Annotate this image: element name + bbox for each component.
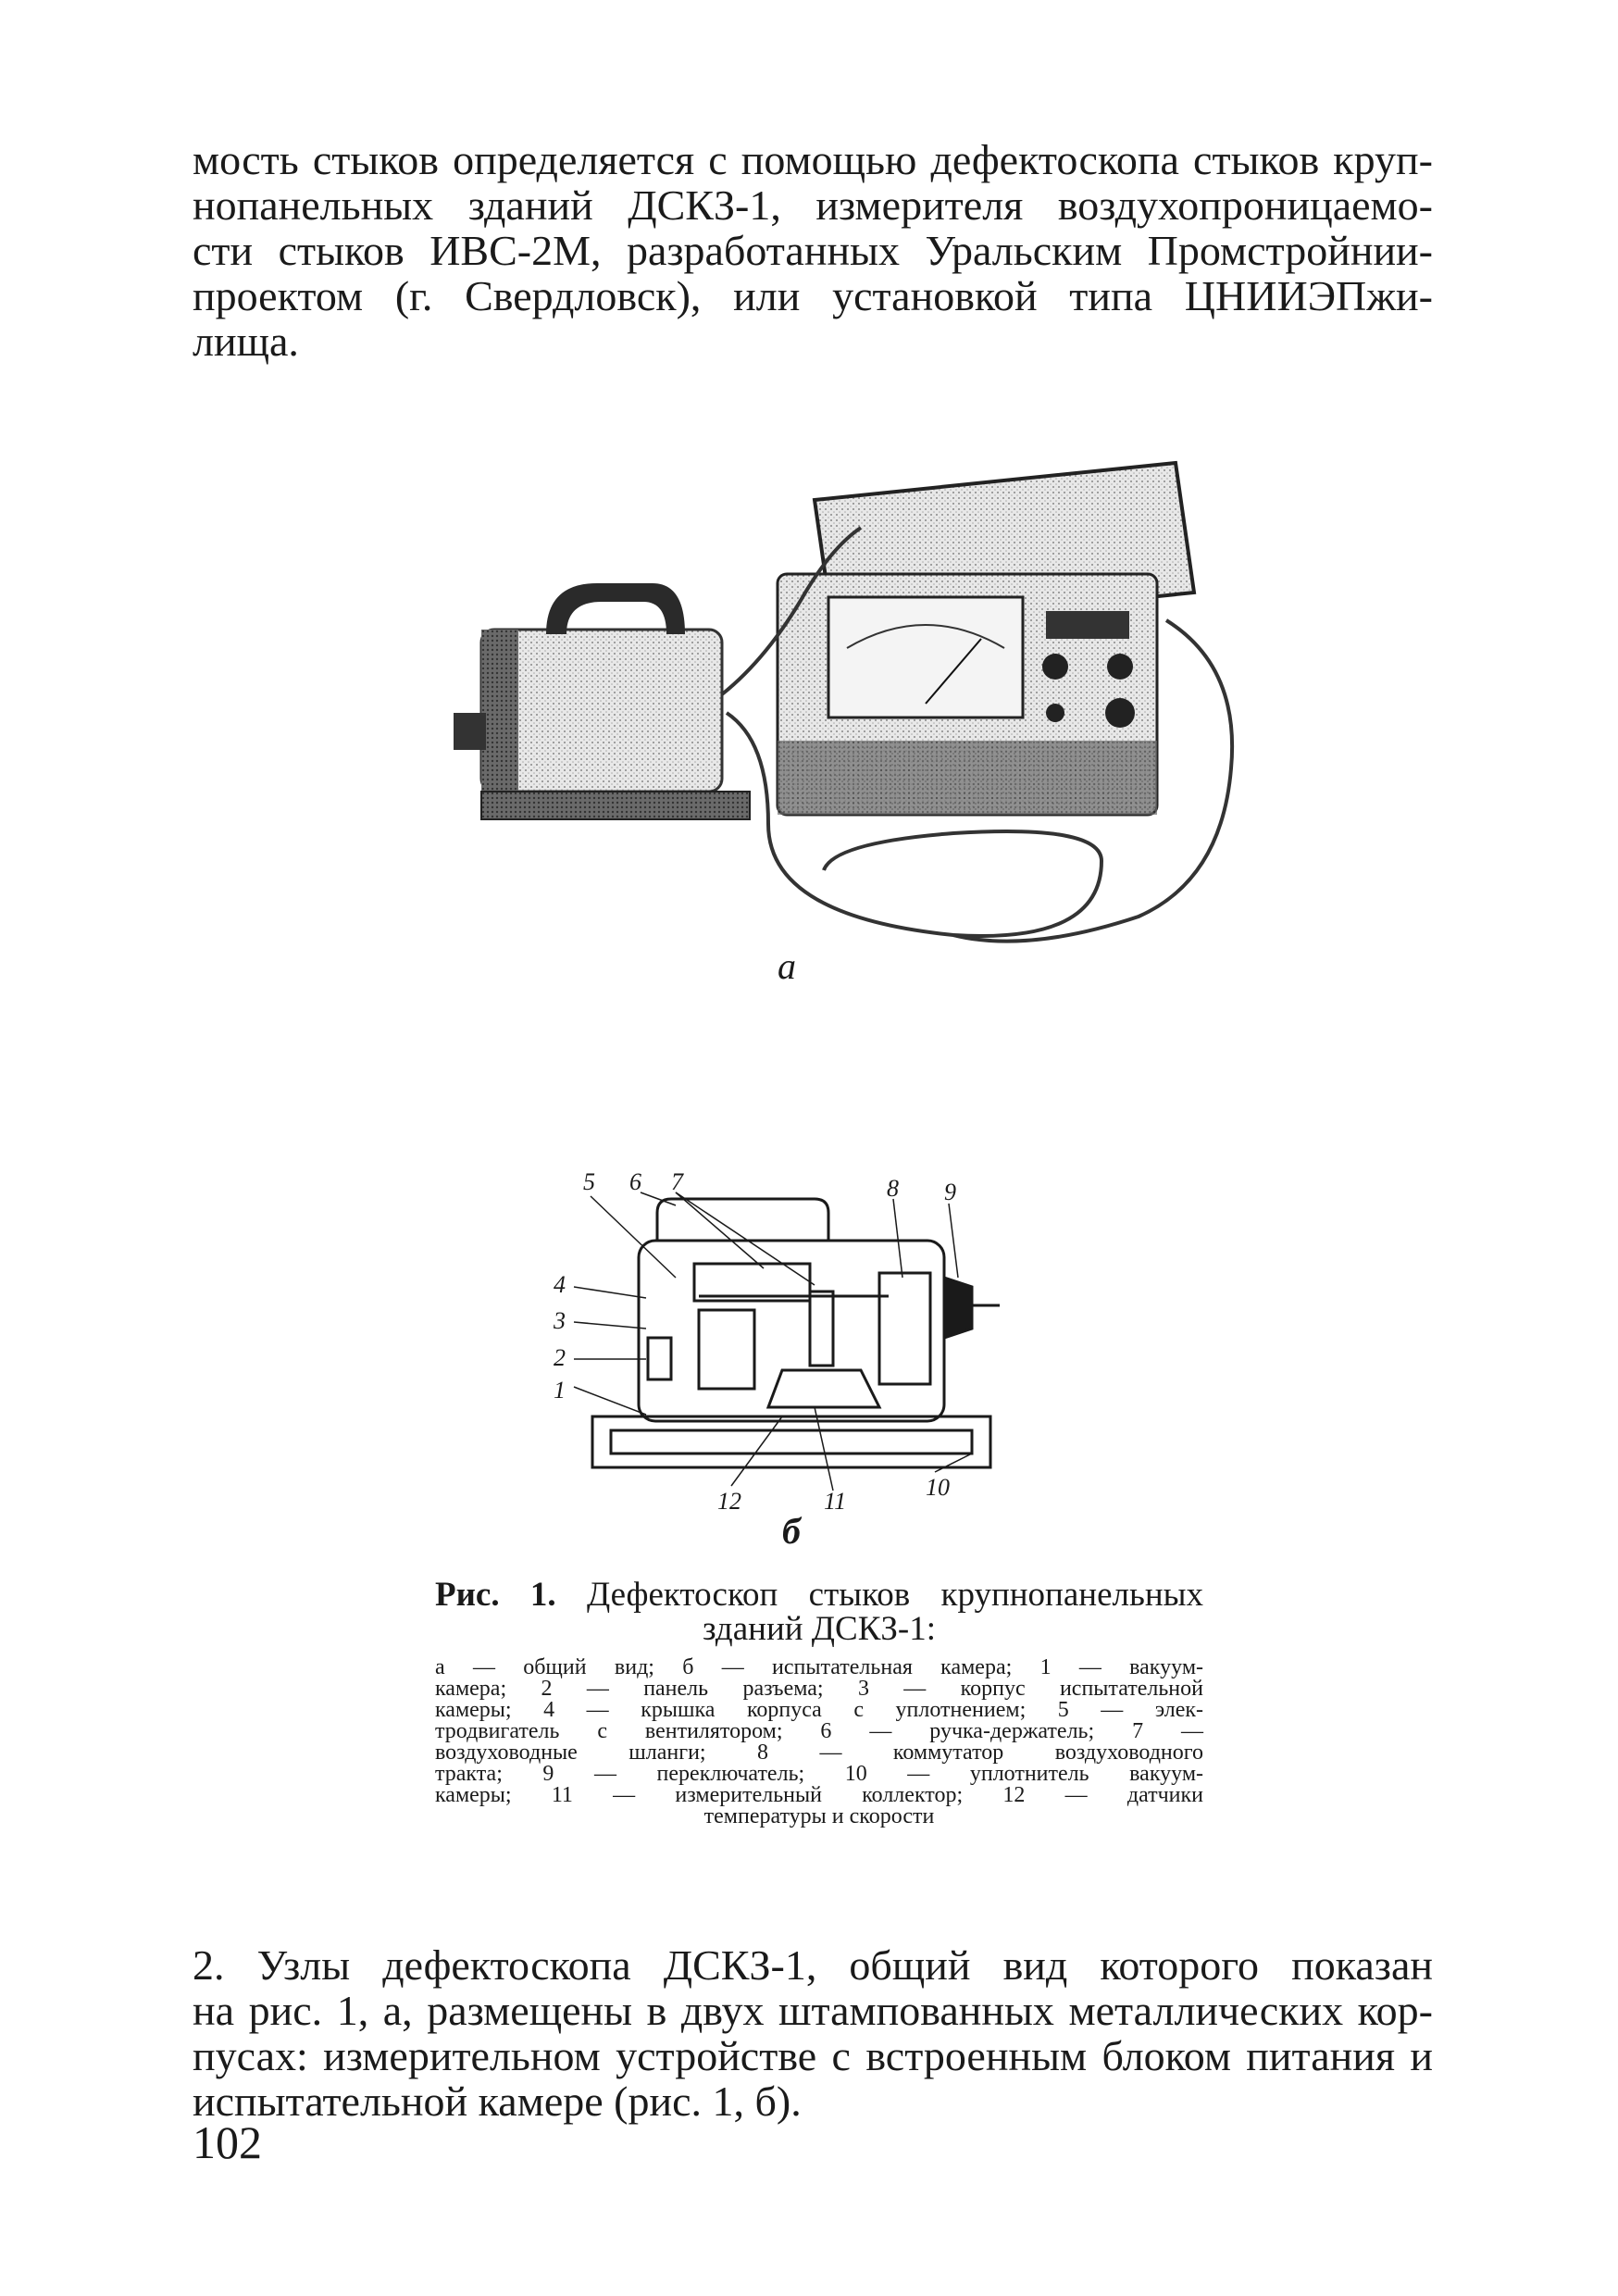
label-2: 2 (554, 1344, 566, 1371)
air-hoses (720, 526, 1235, 943)
handle-outline (655, 1197, 830, 1241)
label-4: 4 (554, 1271, 566, 1298)
legend-line: а — общий вид; б — испытательная камера;… (435, 1655, 1203, 1679)
label-11: 11 (824, 1488, 846, 1515)
legend-line: камеры; 11 — измерительный коллектор; 12… (435, 1783, 1203, 1807)
figure-a-letter: а (778, 945, 796, 987)
caption-title-text: Дефектоскоп стыков крупнопанельных (586, 1576, 1204, 1614)
label-9: 9 (944, 1179, 956, 1205)
figure-legend: а — общий вид; б — испытательная камера;… (435, 1655, 1203, 1828)
text-line: сти стыков ИВС-2М, разработанных Уральск… (193, 227, 1433, 274)
bottom-paragraph: 2. Узлы дефектоскопа ДСКЗ-1, общий вид к… (193, 1942, 1433, 2124)
top-paragraph: мость стыков определяется с помощью дефе… (193, 137, 1433, 364)
figure-b-letter: б (782, 1510, 801, 1552)
label-7: 7 (671, 1168, 684, 1195)
text-line: проектом (г. Свердловск), или установкой… (193, 272, 1433, 319)
legend-line: воздуховодные шланги; 8 — коммутатор воз… (435, 1741, 1203, 1765)
legend-line: камера; 2 — панель разъема; 3 — корпус и… (435, 1677, 1203, 1701)
label-8: 8 (887, 1175, 899, 1202)
text-line: лища. (193, 318, 299, 365)
test-chamber-body (454, 583, 751, 820)
legend-line: тракта; 9 — переключатель; 10 — уплотнит… (435, 1762, 1203, 1786)
figure-a-device-photo (454, 460, 1235, 943)
text-line: 2. Узлы дефектоскопа ДСКЗ-1, общий вид к… (193, 1941, 1433, 1989)
caption-line-2: зданий ДСКЗ-1: (702, 1610, 937, 1648)
label-10: 10 (926, 1474, 950, 1501)
page-number: 102 (193, 2116, 262, 2168)
label-6: 6 (629, 1168, 641, 1195)
label-3: 3 (553, 1307, 566, 1334)
legend-line: температуры и скорости (703, 1804, 935, 1828)
legend-line: камеры; 4 — крышка корпуса с уплотнением… (435, 1698, 1203, 1722)
caption-line-1: Рис. 1. Дефектоскоп стыков крупнопанельн… (435, 1578, 1203, 1612)
label-1: 1 (554, 1377, 566, 1404)
measuring-device-body (776, 460, 1197, 817)
text-line: нопанельных зданий ДСКЗ-1, измерителя во… (193, 181, 1433, 229)
text-line: испытательной камере (рис. 1, б). (193, 2078, 802, 2125)
figure-caption-title: Рис. 1. Дефектоскоп стыков крупнопанельн… (435, 1578, 1203, 1646)
label-5: 5 (583, 1168, 595, 1195)
legend-line: тродвигатель с вентилятором; 6 — ручка-д… (435, 1719, 1203, 1743)
text-line: на рис. 1, а, размещены в двух штампован… (193, 1987, 1433, 2034)
text-line: мость стыков определяется с помощью дефе… (193, 136, 1433, 183)
label-12: 12 (717, 1488, 741, 1515)
caption-prefix: Рис. 1. (435, 1576, 556, 1614)
text-line: пусах: измерительном устройстве с встрое… (193, 2032, 1433, 2079)
figure-b-chamber-diagram: 5 6 7 8 9 4 3 2 1 12 11 10 (553, 1168, 1000, 1515)
